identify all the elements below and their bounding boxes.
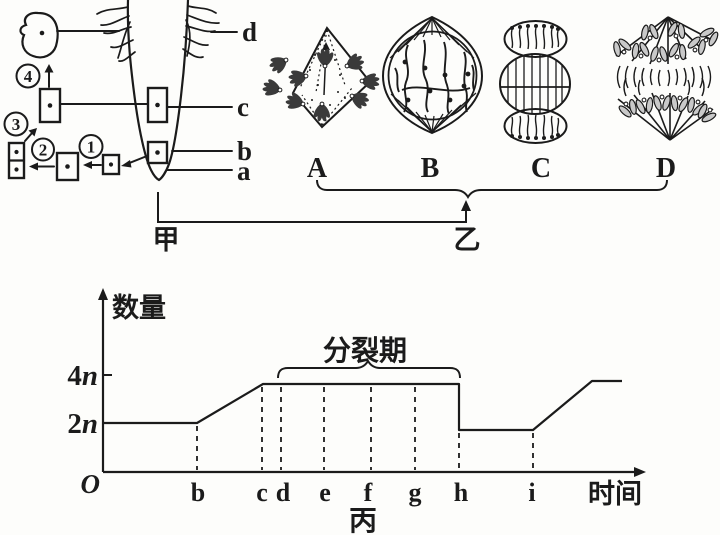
- ytick-2n: 2n: [67, 408, 98, 440]
- xtick-h: h: [454, 478, 469, 507]
- step-1: 1: [87, 138, 96, 157]
- c-zone-box: [146, 86, 169, 124]
- spindle-remnant-arcs: [616, 65, 712, 97]
- xtick-f: f: [364, 478, 373, 507]
- step-2: 2: [39, 141, 48, 160]
- cell-figure-B: [381, 15, 484, 135]
- xtick-i: i: [528, 478, 535, 507]
- chromatin-threads: [394, 39, 475, 115]
- dashed-guides: [196, 387, 534, 470]
- small-cell: [101, 153, 121, 176]
- step-circles: [3, 63, 104, 162]
- yi-underbrace: [316, 179, 668, 199]
- cell-figure-D: [607, 16, 720, 141]
- b-zone-dot: [155, 150, 160, 155]
- step-4-circle: [15, 63, 41, 89]
- dna-curve: [103, 379, 622, 432]
- cell-labels: A B C D: [307, 153, 676, 184]
- telophase-chromosomes: [510, 27, 560, 137]
- origin-label: O: [81, 469, 101, 499]
- cell-label-A: A: [307, 153, 328, 184]
- cell-figure-A: [259, 26, 382, 129]
- c-zone-dot: [155, 102, 160, 108]
- elongated-cell: [38, 87, 62, 124]
- zone-letters: d c b a: [237, 17, 257, 186]
- differentiated-cell: [19, 11, 59, 59]
- zone-label-c: c: [237, 92, 249, 122]
- jia-bracket: [157, 192, 471, 223]
- root-tip-diagram: [3, 0, 238, 182]
- xtick-d: d: [276, 478, 291, 507]
- xtick-b: b: [191, 478, 205, 507]
- yi-caption: 乙: [454, 225, 481, 255]
- xtick-c: c: [256, 478, 268, 507]
- growing-cell: [55, 151, 80, 182]
- step-2-circle: [31, 137, 55, 162]
- x-axis-label: 时间: [588, 479, 642, 509]
- process-arrows: [24, 64, 148, 171]
- root-hairs: [96, 5, 220, 62]
- step-3-circle: [3, 111, 29, 137]
- x-tick-labels: b c d e f g h i: [191, 478, 536, 507]
- chart-axes: [98, 288, 646, 477]
- xtick-g: g: [409, 478, 422, 507]
- phase-label: 分裂期: [323, 335, 407, 366]
- zone-label-b: b: [237, 136, 252, 166]
- root-outline: [126, 0, 190, 182]
- step-3: 3: [12, 115, 21, 134]
- y-axis-label: 数量: [112, 293, 166, 323]
- phase-overbrace: [277, 359, 461, 379]
- step-1-circle: [78, 134, 104, 159]
- cell-label-B: B: [421, 153, 440, 184]
- cell-label-D: D: [656, 153, 676, 184]
- xtick-e: e: [319, 478, 331, 507]
- cell-label-C: C: [531, 153, 551, 184]
- jia-caption: 甲: [153, 225, 180, 255]
- zone-label-d: d: [242, 17, 257, 47]
- step-numbers: 1 2 3 4: [12, 67, 96, 160]
- cell-figure-C: [499, 20, 571, 144]
- zone-label-a: a: [237, 156, 251, 186]
- bing-caption: 丙: [349, 505, 377, 535]
- step-4: 4: [24, 67, 33, 86]
- ytick-4n: 4n: [67, 360, 98, 392]
- b-zone-box: [146, 140, 169, 165]
